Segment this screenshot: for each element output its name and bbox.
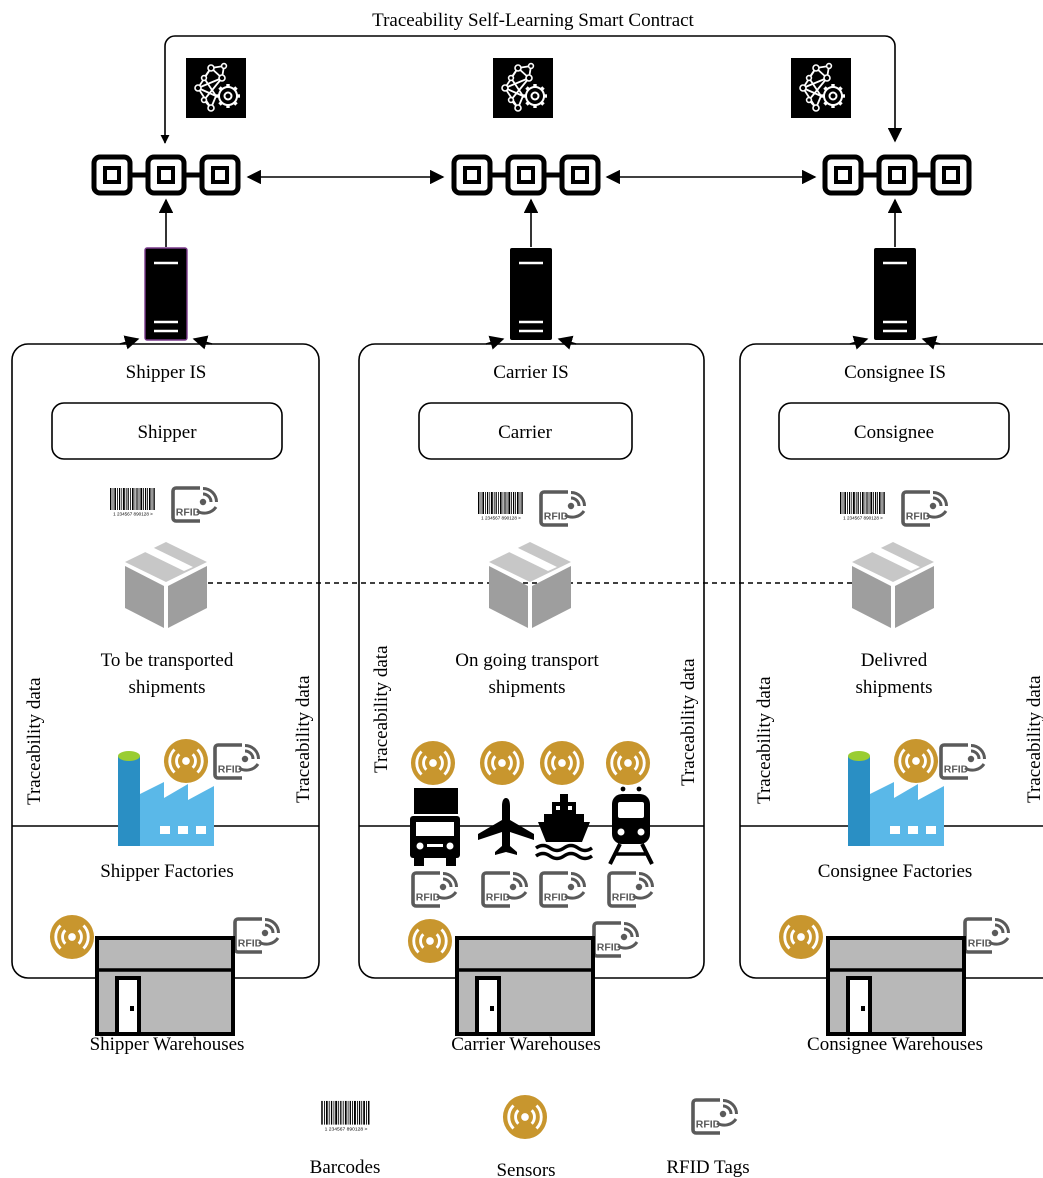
smart-contract-title: Traceability Self-Learning Smart Contrac… <box>372 10 694 31</box>
shipper-box-top-arrow-right <box>192 335 213 350</box>
sensor-icon-ship <box>539 740 585 786</box>
warehouse-icon-carrier <box>455 936 595 1036</box>
sensor-icon-shipper-warehouse <box>49 914 95 960</box>
train-icon <box>608 786 654 866</box>
shipper-traceability-right: Traceability data <box>293 675 314 803</box>
carrier-warehouses-label: Carrier Warehouses <box>451 1034 601 1055</box>
smart-contract-link <box>164 35 903 143</box>
carrier-is-label: Carrier IS <box>493 362 568 383</box>
shipper-actor-label: Shipper <box>137 422 197 443</box>
shipper-is-label: Shipper IS <box>126 362 207 383</box>
consignee-warehouses-label: Consignee Warehouses <box>807 1034 983 1055</box>
blockchain-icon-right <box>825 157 969 193</box>
shipper-shipments-line2: shipments <box>128 677 205 698</box>
consignee-traceability-left: Traceability data <box>754 676 775 804</box>
shipper-shipments-line1: To be transported <box>101 650 234 671</box>
sensor-icon-carrier-warehouse <box>407 918 453 964</box>
carrier-box-top-arrow-left <box>485 335 505 350</box>
shipper-warehouses-label: Shipper Warehouses <box>90 1034 245 1055</box>
consignee-is-label: Consignee IS <box>844 362 946 383</box>
legend-rfid-label: RFID Tags <box>666 1157 749 1178</box>
consignee-box-top-arrow-left <box>849 335 869 350</box>
consignee-actor-box <box>778 402 1010 460</box>
server-icon-shipper <box>144 247 188 341</box>
consignee-box-top-arrow-right <box>921 335 941 350</box>
sensor-icon-consignee-warehouse <box>778 914 824 960</box>
carrier-traceability-right: Traceability data <box>678 658 699 786</box>
shipper-factories-label: Shipper Factories <box>100 861 234 882</box>
sensor-icon-train <box>605 740 651 786</box>
carrier-shipments-line1: On going transport <box>455 650 599 671</box>
sensor-icon-plane <box>479 740 525 786</box>
blockchain-icon-center <box>454 157 598 193</box>
legend-barcodes-label: Barcodes <box>310 1157 381 1178</box>
server-icon-carrier <box>509 247 553 341</box>
consignee-shipments-line2: shipments <box>855 677 932 698</box>
legend-barcode-icon <box>321 1100 370 1132</box>
carrier-actor-box <box>418 402 633 460</box>
shipper-traceability-left: Traceability data <box>24 677 45 805</box>
carrier-box-top-arrow-right <box>557 335 577 350</box>
sensor-icon-consignee-factory <box>893 738 939 784</box>
shipper-box-top-arrow-left <box>119 335 140 350</box>
consignee-shipments-line1: Delivred <box>861 650 928 671</box>
carrier-shipments-line2: shipments <box>488 677 565 698</box>
legend-sensors-label: Sensors <box>496 1160 555 1178</box>
sensor-icon-truck <box>410 740 456 786</box>
server-highlight-shipper <box>144 247 188 341</box>
legend-rfid-icon <box>691 1098 739 1135</box>
consignee-factories-label: Consignee Factories <box>818 861 973 882</box>
warehouse-icon-shipper <box>95 936 235 1036</box>
consignee-container <box>739 343 1043 979</box>
ai-contract-icon-left <box>186 58 246 118</box>
consignee-actor-label: Consignee <box>854 422 934 443</box>
shipper-actor-box <box>51 402 283 460</box>
blockchain-icon-left <box>94 157 238 193</box>
legend-sensor-icon <box>502 1094 548 1140</box>
ai-contract-icon-center <box>493 58 553 118</box>
server-icon-consignee <box>873 247 917 341</box>
ai-contract-icon-right <box>791 58 851 118</box>
carrier-actor-label: Carrier <box>498 422 552 443</box>
shipper-container <box>11 343 320 979</box>
warehouse-icon-consignee <box>826 936 966 1036</box>
consignee-traceability-right: Traceability data <box>1024 675 1043 803</box>
truck-icon <box>410 788 460 866</box>
sensor-icon-shipper-factory <box>163 738 209 784</box>
carrier-traceability-left: Traceability data <box>371 645 392 773</box>
